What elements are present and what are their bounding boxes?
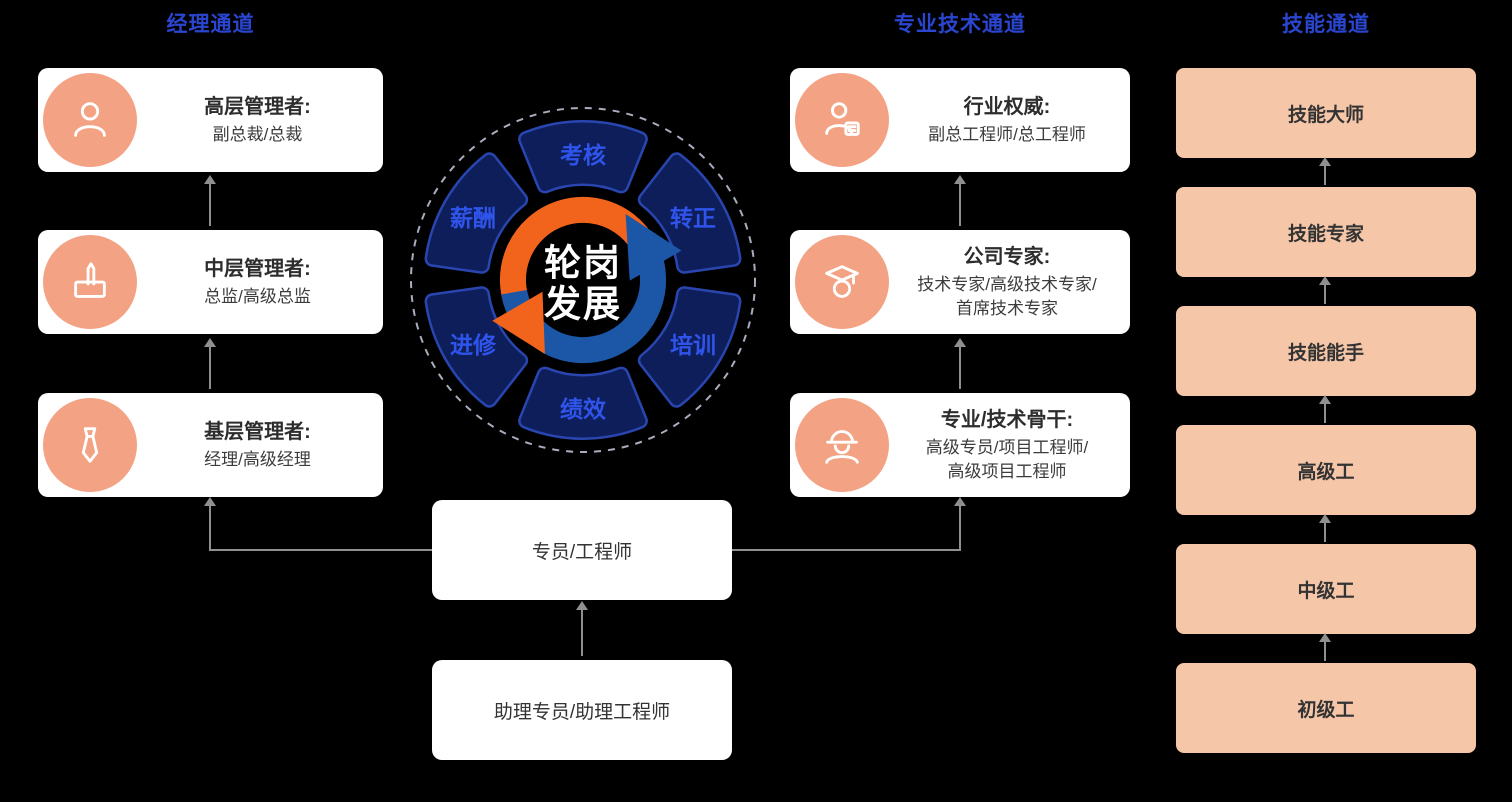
segment-label-assessment: 考核 (560, 142, 606, 168)
wheel-center-label-top: 轮岗 (544, 243, 622, 284)
level-subtitle: 经理/高级经理 (204, 450, 311, 470)
segment-label-performance: 绩效 (560, 396, 606, 422)
skill-level-card-proficient: 技能能手 (1176, 306, 1476, 396)
up-arrow-skill-1 (1324, 166, 1326, 185)
skill-level-card-intermediate: 中级工 (1176, 544, 1476, 634)
level-subtitle: 副总裁/总裁 (212, 125, 303, 145)
manager-channel-title: 经理通道 (166, 13, 255, 36)
skill-level-card-senior: 高级工 (1176, 425, 1476, 515)
up-arrow-professional-1 (959, 184, 961, 226)
level-subtitle: 技术专家/高级技术专家/ (917, 275, 1097, 295)
up-arrow-skill-4 (1324, 523, 1326, 542)
level-title: 基层管理者: (204, 421, 311, 444)
up-arrow-manager-1 (209, 184, 211, 226)
person-icon (43, 73, 137, 167)
manager-top-level-card: 高层管理者: 副总裁/总裁 (38, 68, 383, 172)
up-arrow-skill-2 (1324, 285, 1326, 304)
skill-level-label: 初级工 (1297, 699, 1355, 721)
level-subtitle-2: 高级项目工程师 (947, 462, 1067, 481)
skill-level-card-expert: 技能专家 (1176, 187, 1476, 277)
level-subtitle-2: 首席技术专家 (956, 299, 1058, 318)
level-title: 中层管理者: (204, 258, 311, 281)
industry-authority-card: 行业权威: 副总工程师/总工程师 (790, 68, 1130, 172)
skill-channel-title: 技能通道 (1282, 13, 1370, 36)
orange-arrowhead (492, 291, 545, 354)
up-arrow-professional-2 (959, 347, 961, 389)
segment-label-confirmation: 转正 (670, 205, 716, 231)
level-title: 行业权威: (963, 96, 1051, 119)
level-text: 行业权威: 副总工程师/总工程师 (894, 93, 1120, 147)
pen-box-icon (43, 235, 137, 329)
engineer-icon (795, 398, 889, 492)
skill-level-card-junior: 初级工 (1176, 663, 1476, 753)
segment-label-salary: 薪酬 (450, 205, 496, 231)
segment-label-training: 培训 (670, 332, 716, 358)
skill-level-label: 技能专家 (1287, 223, 1364, 245)
card-label: 专员/工程师 (531, 541, 633, 563)
level-subtitle: 总监/高级总监 (204, 287, 311, 307)
level-text: 专业/技术骨干: 高级专员/项目工程师/ 高级项目工程师 (894, 406, 1120, 484)
dashed-ring (410, 107, 756, 453)
manager-base-level-card: 基层管理者: 经理/高级经理 (38, 393, 383, 497)
technical-backbone-card: 专业/技术骨干: 高级专员/项目工程师/ 高级项目工程师 (790, 393, 1130, 497)
wheel-segment-labels: 考核 转正 培训 绩效 进修 薪酬 (450, 142, 716, 422)
up-arrow-skill-3 (1324, 404, 1326, 423)
graduate-icon (795, 235, 889, 329)
level-text: 高层管理者: 副总裁/总裁 (142, 93, 373, 147)
person-badge-icon (795, 73, 889, 167)
level-text: 基层管理者: 经理/高级经理 (142, 418, 373, 472)
level-title: 高层管理者: (204, 96, 311, 119)
skill-level-label: 高级工 (1297, 461, 1355, 483)
card-label: 助理专员/助理工程师 (493, 701, 671, 723)
manager-mid-level-card: 中层管理者: 总监/高级总监 (38, 230, 383, 334)
up-arrow-manager-2 (209, 347, 211, 389)
level-subtitle: 副总工程师/总工程师 (928, 125, 1086, 145)
up-arrow-skill-5 (1324, 642, 1326, 661)
level-text: 公司专家: 技术专家/高级技术专家/ 首席技术专家 (894, 243, 1120, 321)
up-arrow-base (581, 610, 583, 656)
skill-level-label: 中级工 (1297, 580, 1355, 602)
level-title: 专业/技术骨干: (940, 409, 1074, 432)
skill-level-card-master: 技能大师 (1176, 68, 1476, 158)
specialist-engineer-card: 专员/工程师 (432, 500, 732, 600)
up-arrow-to-manager-channel (209, 506, 211, 551)
assistant-specialist-card: 助理专员/助理工程师 (432, 660, 732, 760)
connector-left-horizontal (210, 549, 432, 551)
company-expert-card: 公司专家: 技术专家/高级技术专家/ 首席技术专家 (790, 230, 1130, 334)
skill-level-label: 技能能手 (1287, 342, 1364, 364)
wheel-center-label-bottom: 发展 (544, 284, 622, 325)
job-rotation-wheel: 考核 转正 培训 绩效 进修 薪酬 轮岗 发展 (410, 107, 756, 453)
professional-channel-title: 专业技术通道 (894, 13, 1026, 36)
connector-right-horizontal (732, 549, 960, 551)
level-title: 公司专家: (963, 246, 1051, 269)
up-arrow-to-professional-channel (959, 506, 961, 551)
level-text: 中层管理者: 总监/高级总监 (142, 255, 373, 309)
level-subtitle: 高级专员/项目工程师/ (925, 438, 1089, 458)
tie-icon (43, 398, 137, 492)
segment-label-further-study: 进修 (450, 332, 497, 358)
skill-level-label: 技能大师 (1287, 104, 1364, 126)
